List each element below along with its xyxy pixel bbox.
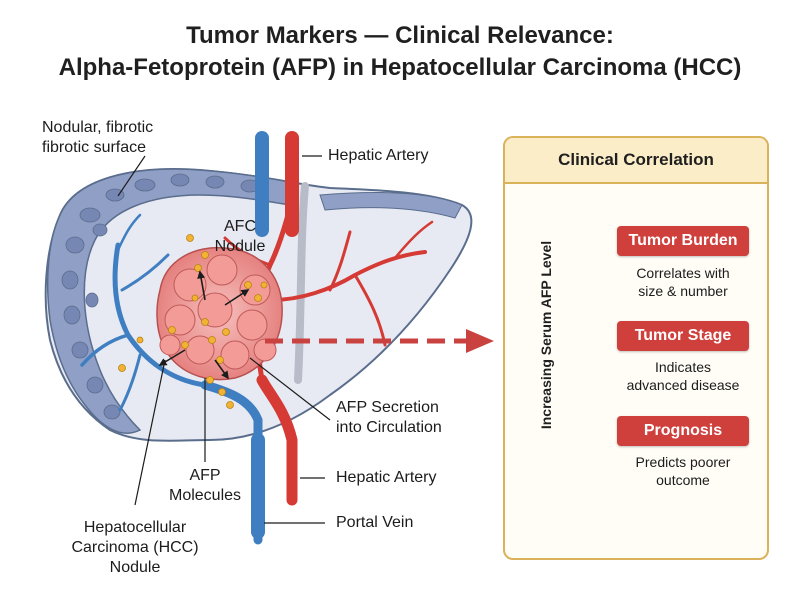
title-line-1: Tumor Markers — Clinical Relevance: [186, 22, 614, 49]
title-line-2: Alpha-Fetoprotein (AFP) in Hepatocellula… [58, 54, 742, 81]
tumor-burden-pill[interactable]: Tumor Burden [617, 226, 749, 256]
prognosis-pill[interactable]: Prognosis [617, 416, 749, 446]
molecules-label-line-2: Molecules [168, 487, 242, 504]
prognosis-desc-line-1: Predicts poorer [635, 454, 731, 470]
tumor-stage-desc-line-1: Indicates [654, 359, 712, 375]
surface-label-line-2: fibrotic surface [42, 139, 147, 156]
panel-heading: Clinical Correlation [505, 138, 767, 184]
prognosis-desc-line-2: outcome [656, 472, 710, 488]
falciform-ligament [294, 182, 309, 384]
portal-vein-branches [80, 213, 263, 545]
leader-lines [117, 155, 331, 524]
tumor-burden-desc-line-2: size & number [638, 283, 728, 299]
molecules-label-line-1: AFP [189, 467, 221, 484]
tumor-stage-pill[interactable]: Tumor Stage [617, 321, 749, 351]
afc-label-line-1: AFC [224, 218, 256, 235]
hcc-label-line-2: Carcinoma (HCC) [71, 539, 199, 556]
cirrhosis-surface [46, 168, 296, 434]
afc-label-line-2: Nodule [214, 238, 266, 255]
hcc-label-line-1: Hepatocellular [83, 519, 187, 536]
hepatic-artery-top-label: Hepatic Artery [328, 147, 429, 164]
secretion-label-line-1: AFP Secretion [336, 399, 439, 416]
surface-nodules [61, 173, 260, 420]
secretion-label-line-2: into Circulation [336, 419, 442, 436]
hcc-label-line-3: Nodule [109, 559, 161, 576]
afp-level-axis-label: Increasing Serum AFP Level [538, 240, 554, 430]
tumor-burden-desc-line-1: Correlates with [636, 265, 730, 281]
portal-vein-label: Portal Vein [336, 514, 414, 531]
surface-label-line-1: Nodular, fibrotic [42, 119, 154, 136]
afp-release-arrow [265, 329, 494, 353]
hepatic-artery-bottom-label: Hepatic Artery [336, 469, 437, 486]
afp-molecules [118, 234, 268, 409]
tumor-stage-desc-line-2: advanced disease [626, 377, 740, 393]
right-lobe-rim [319, 191, 463, 219]
